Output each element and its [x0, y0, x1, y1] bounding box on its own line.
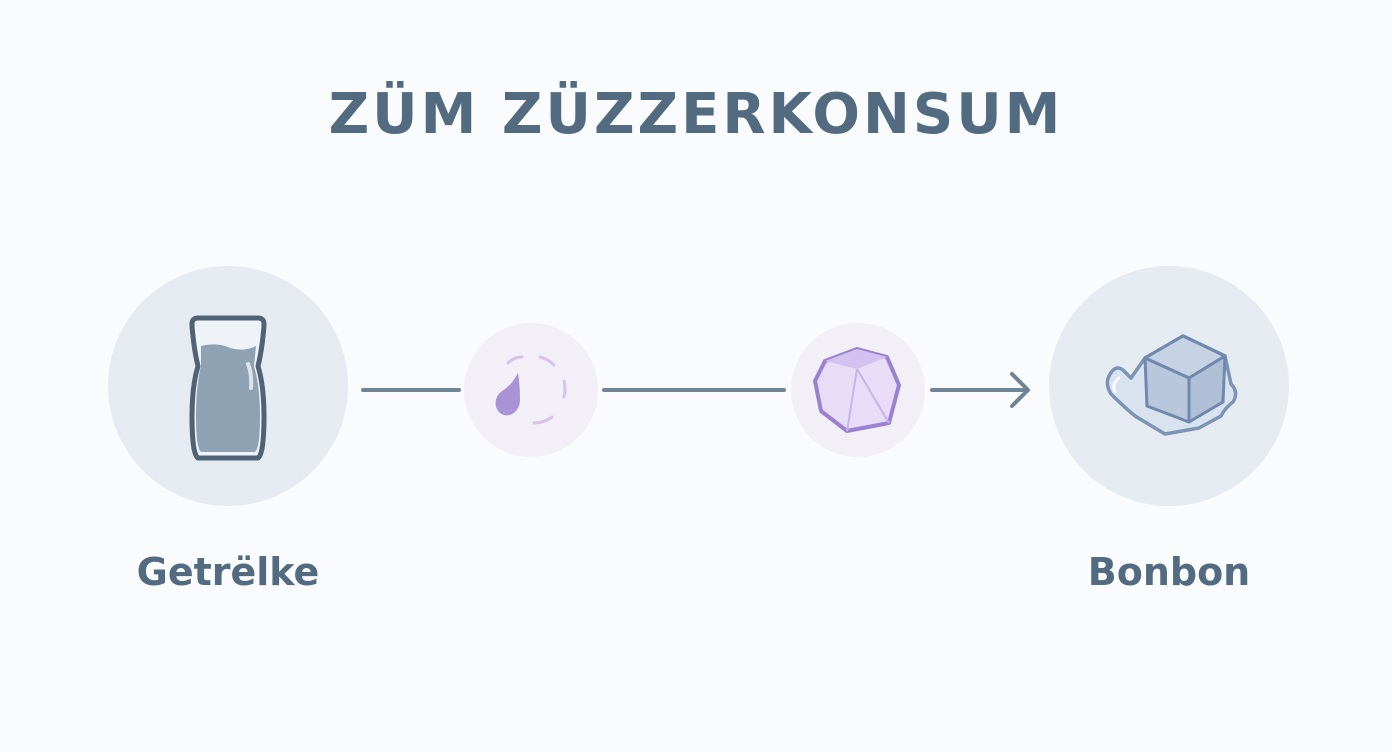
node-start-circle [108, 266, 348, 506]
node-step2-circle [791, 323, 925, 457]
drop-icon [495, 355, 567, 425]
crystal-icon [813, 347, 901, 433]
node-end-label: Bonbon [1087, 550, 1251, 594]
node-start-label: Getrëlke [136, 550, 320, 594]
arrowhead [1010, 372, 1030, 408]
candy-icon [1105, 334, 1238, 436]
diagram-title: ZÜM ZÜZZERKONSUM [328, 82, 1064, 147]
node-end-circle [1049, 266, 1289, 506]
node-step1-circle [464, 323, 598, 457]
glass-icon [189, 315, 267, 461]
